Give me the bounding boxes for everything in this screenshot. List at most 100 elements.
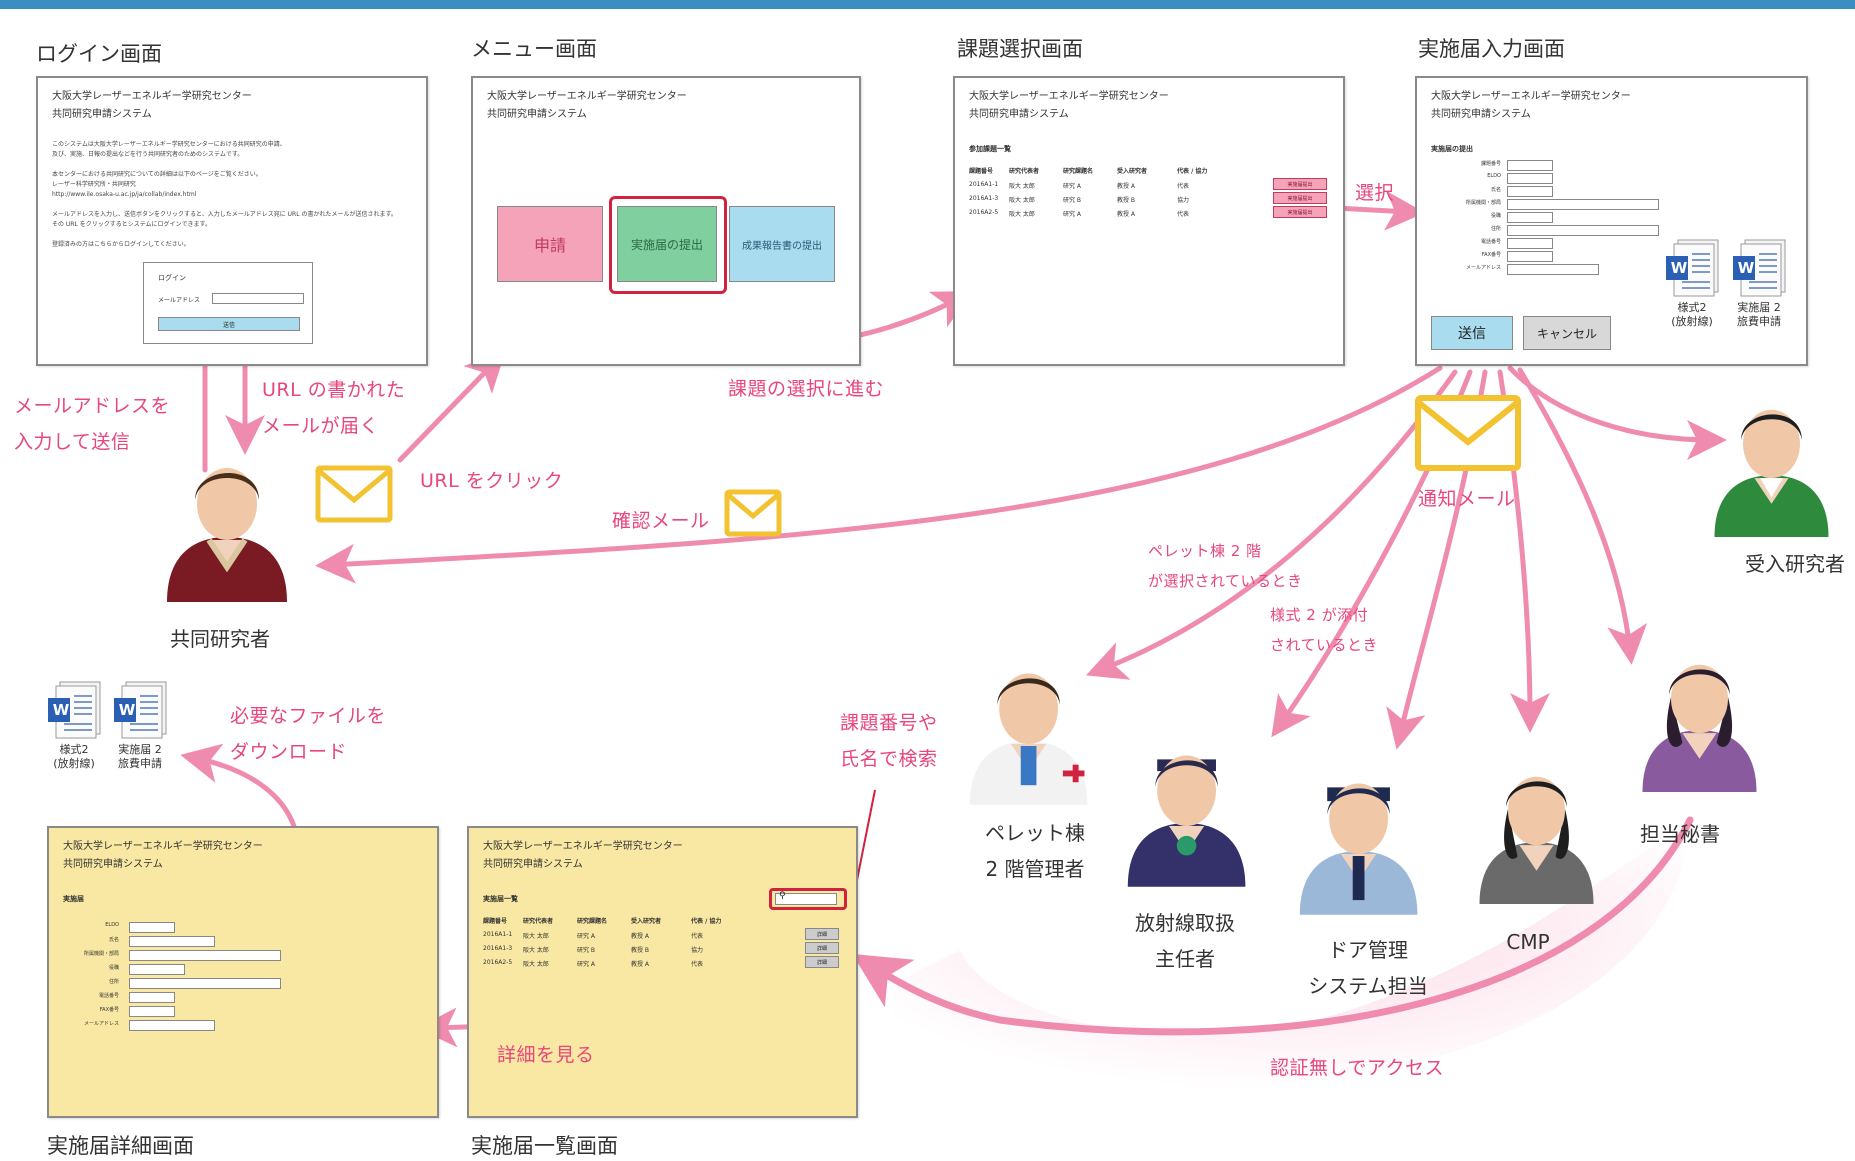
row-action-button[interactable]: 実施届提出 (1273, 192, 1327, 204)
note-download-2: ダウンロード (230, 741, 348, 763)
form-label: メールアドレス (1465, 265, 1501, 271)
word-letter: W (118, 701, 136, 719)
select-header-1: 大阪大学レーザーエネルギー学研究センター (969, 91, 1169, 102)
table-cell: 研究 A (1063, 183, 1082, 190)
note-choose-task: 課題の選択に進む (728, 378, 885, 400)
table-header: 受入研究者 (631, 918, 662, 925)
select-list-title: 参加課題一覧 (969, 145, 1011, 153)
note-pellet-selected-1: ペレット棟 2 階 (1148, 542, 1262, 560)
login-screen: 大阪大学レーザーエネルギー学研究センター 共同研究申請システム このシステムは大… (36, 76, 428, 366)
doc-name-1: 実施届 2 (118, 743, 162, 756)
note-form2-attached: 様式 2 が添付 されているとき (1270, 600, 1378, 660)
menu-header-1: 大阪大学レーザーエネルギー学研究センター (487, 91, 687, 102)
collaborator-avatar (157, 442, 297, 602)
word-letter: W (52, 701, 70, 719)
row-action-button[interactable]: 詳細 (805, 942, 839, 954)
login-body-8: 登録済みの方はこちらからログインしてください。 (52, 241, 190, 248)
detail-field (129, 1020, 215, 1031)
secretary-avatar (1633, 640, 1766, 792)
login-body-7: その URL をクリックするとシステムにログインできます。 (52, 221, 211, 228)
form-field[interactable] (1507, 199, 1659, 210)
note-click-url: URL をクリック (420, 470, 564, 492)
entry-screen-title: 実施届入力画面 (1418, 37, 1565, 61)
detail-screen-title: 実施届詳細画面 (47, 1134, 194, 1158)
row-action-button[interactable]: 実施届提出 (1273, 206, 1327, 218)
table-cell: 教授 B (1117, 197, 1136, 204)
note-enter-email-1: メールアドレスを (14, 395, 171, 417)
form-field[interactable] (1507, 238, 1553, 249)
table-cell: 研究 A (1063, 211, 1082, 218)
table-header: 課題番号 (969, 168, 994, 175)
search-input[interactable]: ⚲ (775, 891, 837, 905)
form-field[interactable] (1507, 173, 1553, 184)
form-field[interactable] (1507, 186, 1553, 197)
form-label: 住所 (1490, 226, 1501, 232)
doc-name-1: 様式2 (59, 743, 89, 756)
cancel-button[interactable]: キャンセル (1523, 316, 1611, 350)
select-screen-title: 課題選択画面 (957, 37, 1083, 61)
row-action-button[interactable]: 実施届提出 (1273, 178, 1327, 190)
form-label: 電話番号 (1480, 239, 1501, 245)
door-system-label: ドア管理 システム担当 (1298, 932, 1438, 1004)
word-icon (48, 681, 101, 739)
table-cell: 研究 B (577, 947, 596, 954)
table-header: 代表 / 協力 (691, 918, 722, 925)
form-label: 所属機関・部局 (1465, 200, 1501, 206)
arrow-confirm-mail (315, 365, 1443, 584)
detail-label: 電話番号 (98, 993, 119, 999)
table-cell: 協力 (1177, 197, 1190, 204)
apply-button[interactable]: 申請 (497, 206, 603, 282)
entry-section-title: 実施届の提出 (1431, 145, 1473, 153)
table-cell: 阪大 太郎 (523, 933, 549, 940)
form2-document[interactable]: W 様式2(放射線) (1662, 238, 1722, 328)
table-header: 代表 / 協力 (1177, 168, 1208, 175)
note-enter-email-2: 入力して送信 (14, 431, 131, 453)
detail-field (129, 922, 175, 933)
pellet-manager-label-1: ペレット棟 (985, 821, 1085, 845)
detail-screen: 大阪大学レーザーエネルギー学研究センター 共同研究申請システム 実施届 ELDO… (47, 826, 439, 1118)
table-cell: 阪大 太郎 (523, 947, 549, 954)
detail-label: 氏名 (108, 937, 119, 943)
login-submit-button[interactable]: 送信 (158, 317, 300, 331)
arrow-click-url (397, 351, 506, 463)
word-letter: W (1670, 259, 1688, 277)
list-header-2: 共同研究申請システム (483, 859, 583, 870)
radiation-officer-label-1: 放射線取扱 (1135, 911, 1235, 935)
form-field[interactable] (1507, 212, 1553, 223)
form-field[interactable] (1507, 160, 1553, 171)
login-header-2: 共同研究申請システム (52, 109, 152, 120)
note-form2-attached-1: 様式 2 が添付 (1270, 606, 1369, 624)
row-action-button[interactable]: 詳細 (805, 928, 839, 940)
form-field[interactable] (1507, 264, 1599, 275)
table-cell: 研究 A (577, 933, 596, 940)
doc-name-1: 様式2 (1677, 301, 1707, 314)
form-field[interactable] (1507, 251, 1553, 262)
email-field[interactable] (212, 293, 304, 304)
table-cell: 2016A1-1 (483, 931, 513, 938)
detail-label: ELDO (105, 922, 119, 928)
login-body-1: このシステムは大阪大学レーザーエネルギー学研究センターにおける共同研究の申請、 (52, 141, 286, 148)
send-button[interactable]: 送信 (1431, 316, 1513, 350)
login-body-3: 本センターにおける共同研究についての詳細は以下のページをご覧ください。 (52, 171, 262, 178)
table-cell: 研究 A (577, 961, 596, 968)
door-system-avatar (1290, 758, 1427, 915)
doc-name-2: (放射線) (1671, 315, 1713, 328)
form-field[interactable] (1507, 225, 1659, 236)
login-body-5[interactable]: http://www.ile.osaka-u.ac.jp/ja/collab/i… (52, 191, 197, 198)
table-cell: 2016A1-3 (969, 195, 999, 202)
detail-field (129, 978, 281, 989)
detail-field (129, 992, 175, 1003)
login-header-1: 大阪大学レーザーエネルギー学研究センター (52, 91, 252, 102)
table-header: 課題番号 (483, 918, 508, 925)
word-icon (1666, 239, 1719, 297)
login-box: ログイン メールアドレス 送信 (143, 262, 313, 344)
login-box-title: ログイン (158, 274, 186, 282)
submit-report-button[interactable]: 成果報告書の提出 (729, 206, 835, 282)
row-action-button[interactable]: 詳細 (805, 956, 839, 968)
submit-implementation-button[interactable]: 実施届の提出 (617, 206, 717, 282)
